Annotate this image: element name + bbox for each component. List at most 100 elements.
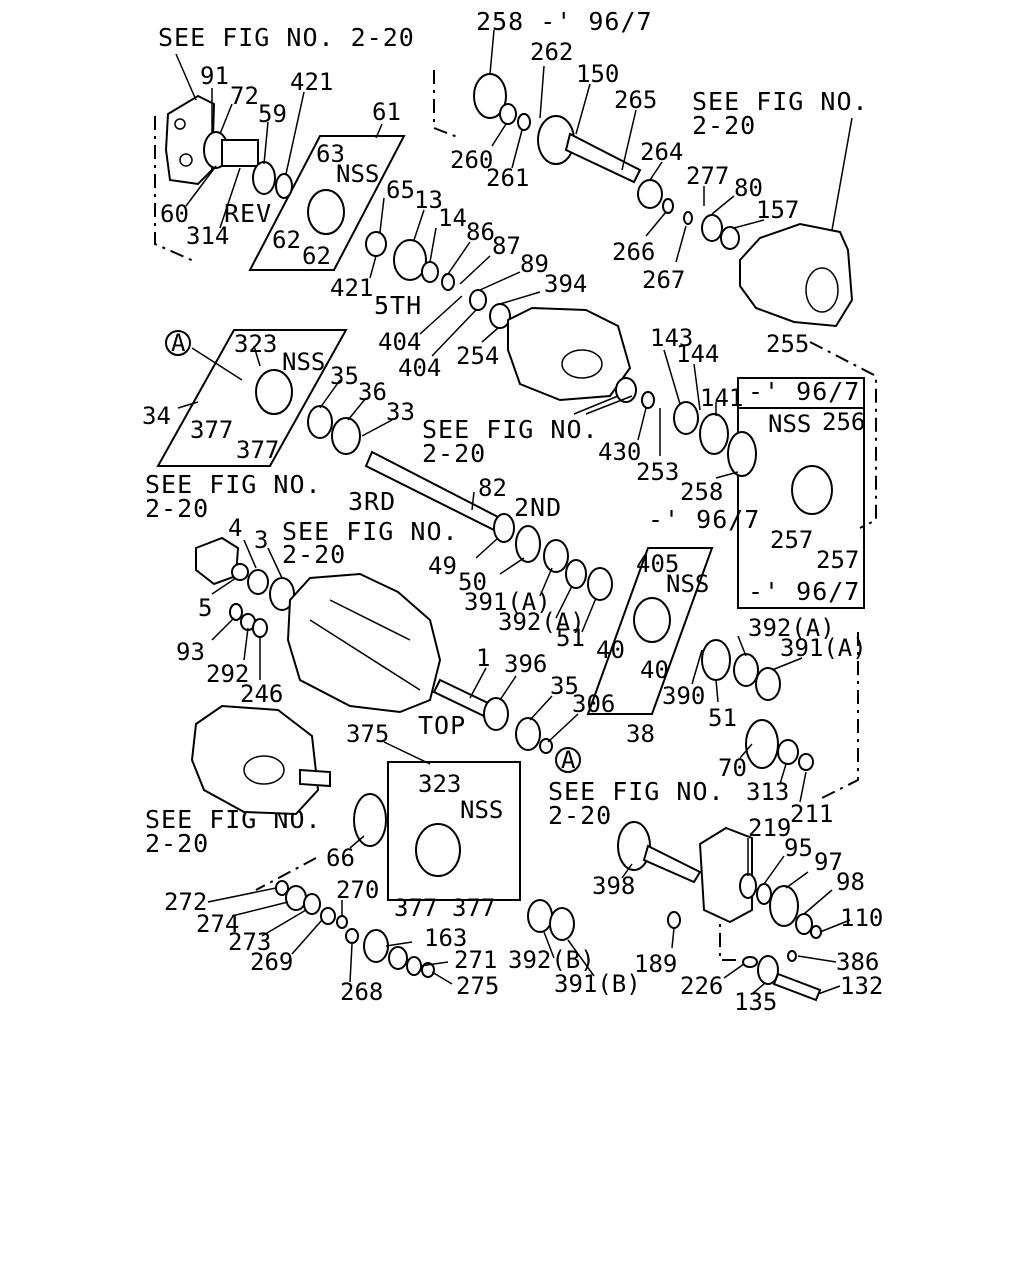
see-fig-ref-case: SEE FIG NO. bbox=[282, 517, 459, 546]
see-fig-ref-bottom-right: SEE FIG NO. bbox=[548, 777, 725, 806]
part-number: 266 bbox=[612, 238, 655, 266]
part-number: 391(B) bbox=[554, 970, 641, 998]
part-number: 219 bbox=[748, 814, 791, 842]
part-number: 254 bbox=[456, 342, 499, 370]
shaft-150 bbox=[564, 132, 642, 184]
part-number: 51 bbox=[556, 624, 585, 652]
see-fig-ref-case-num: 2-20 bbox=[282, 540, 346, 569]
part-number: 97 bbox=[814, 848, 843, 876]
part-number: 14 bbox=[438, 204, 467, 232]
part-number: 86 bbox=[466, 218, 495, 246]
washer-266 bbox=[662, 198, 674, 214]
ring-392b bbox=[527, 899, 553, 933]
ring-273 bbox=[303, 893, 321, 915]
washer-226 bbox=[742, 956, 758, 968]
part-number: 277 bbox=[686, 162, 729, 190]
part-number: 40 bbox=[640, 656, 669, 684]
part-number: 226 bbox=[680, 972, 723, 1000]
part-number: 3 bbox=[254, 526, 268, 554]
part-number: 313 bbox=[746, 778, 789, 806]
part-number: 5 bbox=[198, 594, 212, 622]
box-38-sync bbox=[586, 547, 714, 715]
part-number: 63 bbox=[316, 140, 345, 168]
part-number: 66 bbox=[326, 844, 355, 872]
see-fig-ref-middle: SEE FIG NO. bbox=[422, 415, 599, 444]
gear-2nd-50 bbox=[515, 525, 541, 563]
gear-70 bbox=[745, 719, 779, 769]
part-number: 405 bbox=[636, 550, 679, 578]
part-number: 264 bbox=[640, 138, 683, 166]
part-number: 398 bbox=[592, 872, 635, 900]
part-number: 70 bbox=[718, 754, 747, 782]
part-number: 274 bbox=[196, 910, 239, 938]
washer-270 bbox=[336, 915, 348, 929]
part-number: 430 bbox=[598, 438, 641, 466]
bearing-35 bbox=[515, 717, 541, 751]
ring-391a-b bbox=[755, 667, 781, 701]
clip-110 bbox=[810, 925, 822, 939]
callout-a-top-circle bbox=[165, 330, 191, 356]
nss-label-375: NSS bbox=[460, 796, 503, 824]
rear-cover-plate bbox=[698, 826, 753, 924]
leader-lines bbox=[175, 29, 853, 995]
part-number: 386 bbox=[836, 948, 879, 976]
gear-59 bbox=[252, 161, 276, 195]
part-number: 35 bbox=[550, 672, 579, 700]
ring-219 bbox=[739, 873, 757, 899]
case-rib bbox=[329, 599, 411, 641]
front-cover-plate bbox=[164, 94, 216, 186]
gear-label-rev: REV bbox=[224, 199, 272, 228]
part-number: 269 bbox=[250, 948, 293, 976]
part-number: 421 bbox=[290, 68, 333, 96]
ring-89 bbox=[469, 289, 487, 311]
shaft-398 bbox=[642, 844, 702, 884]
ring-269 bbox=[320, 907, 336, 925]
part-number: 253 bbox=[636, 458, 679, 486]
part-number: 35 bbox=[330, 362, 359, 390]
bearing-95 bbox=[756, 883, 772, 905]
dash-line-bottom-left bbox=[255, 857, 317, 891]
ring-93 bbox=[229, 603, 243, 621]
part-number: 375 bbox=[346, 720, 389, 748]
part-number: 132 bbox=[840, 972, 883, 1000]
ring-392a bbox=[565, 559, 587, 589]
sync-34 bbox=[255, 369, 293, 415]
date-code-258-top: 258 -' 96/7 bbox=[476, 7, 653, 36]
part-number: 34 bbox=[142, 402, 171, 430]
ring-275 bbox=[421, 962, 435, 978]
rear-case bbox=[190, 704, 320, 816]
part-number: 87 bbox=[492, 232, 521, 260]
part-number: 61 bbox=[372, 98, 401, 126]
bearing-163 bbox=[388, 946, 408, 970]
ring-392a-b bbox=[733, 653, 759, 687]
gear-3rd-36 bbox=[331, 417, 361, 455]
part-number: 394 bbox=[544, 270, 587, 298]
part-number: 157 bbox=[756, 196, 799, 224]
part-number: 275 bbox=[456, 972, 499, 1000]
part-number: 65 bbox=[386, 176, 415, 204]
dash-line-left-top bbox=[154, 116, 197, 263]
part-number: 270 bbox=[336, 876, 379, 904]
part-number: 257 bbox=[816, 546, 859, 574]
part-number: 404 bbox=[398, 354, 441, 382]
part-number: 1 bbox=[476, 644, 490, 672]
cover-hole bbox=[174, 118, 186, 130]
gear-135 bbox=[757, 955, 779, 985]
ring-271 bbox=[406, 956, 422, 976]
ring-157 bbox=[720, 226, 740, 250]
part-number: 141 bbox=[700, 384, 743, 412]
part-number: 255 bbox=[766, 330, 809, 358]
part-number: 271 bbox=[454, 946, 497, 974]
gear-label-top: TOP bbox=[418, 711, 466, 740]
part-number: 13 bbox=[414, 186, 443, 214]
part-number: 36 bbox=[358, 378, 387, 406]
see-fig-ref-bottom-left-num: 2-20 bbox=[145, 829, 209, 858]
gear-141 bbox=[699, 413, 729, 455]
gear-97 bbox=[769, 885, 799, 927]
part-number: 98 bbox=[836, 868, 865, 896]
front-bearing-cover bbox=[195, 536, 240, 586]
callout-a-bottom: A bbox=[561, 746, 576, 774]
extension-housing bbox=[739, 222, 854, 328]
part-number: 135 bbox=[734, 988, 777, 1016]
